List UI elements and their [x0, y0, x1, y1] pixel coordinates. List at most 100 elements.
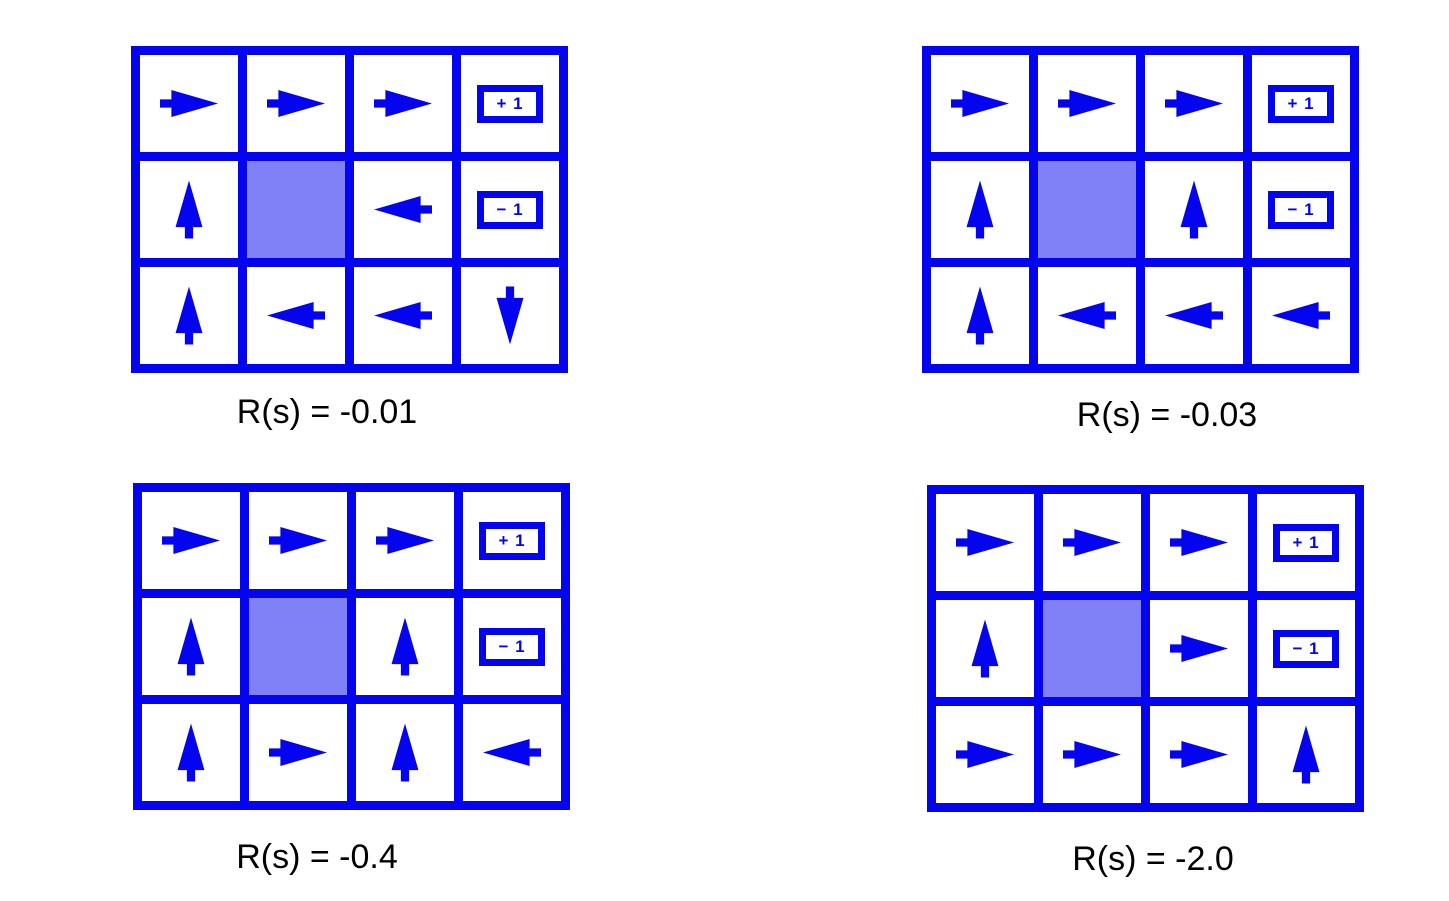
arrow-right-icon — [1063, 741, 1121, 768]
policy-grid-2: + 1 − 1 — [922, 46, 1359, 373]
arrow-right-icon — [951, 90, 1009, 117]
terminal-minus-one-box: − 1 — [479, 627, 545, 666]
policy-cell-r2-c1-up — [931, 161, 1029, 258]
reward-label-3: R(s) = -0.4 — [236, 838, 398, 876]
arrow-right-icon — [1063, 529, 1121, 556]
policy-cell-r3-c1-right — [936, 706, 1034, 803]
arrow-right-icon — [269, 739, 327, 766]
policy-cell-r2-c3-up — [356, 598, 454, 695]
arrow-right-icon — [269, 527, 327, 554]
policy-cell-r1-c3-right — [354, 55, 452, 152]
policy-cell-r3-c3-right — [1150, 706, 1248, 803]
policy-cell-r3-c4-down — [461, 267, 559, 364]
terminal-plus-one-box: + 1 — [1268, 84, 1334, 123]
policy-cell-r3-c2-left — [1038, 267, 1136, 364]
wall-cell — [1038, 161, 1136, 258]
arrow-left-icon — [374, 196, 432, 223]
policy-cell-r3-c1-up — [931, 267, 1029, 364]
policy-cell-r3-c4-up — [1257, 706, 1355, 803]
policy-cell-r2-c3-right — [1150, 600, 1248, 697]
arrow-right-icon — [162, 527, 220, 554]
terminal-plus-one-cell: + 1 — [1257, 494, 1355, 591]
policy-cell-r1-c1-right — [142, 492, 240, 589]
terminal-plus-one-box: + 1 — [479, 521, 545, 560]
terminal-plus-one-cell: + 1 — [1252, 55, 1350, 152]
arrow-up-icon — [1292, 725, 1320, 784]
wall-cell — [249, 598, 347, 695]
policy-cell-r1-c2-right — [249, 492, 347, 589]
policy-grid-4: + 1 − 1 — [927, 485, 1364, 812]
terminal-plus-one-cell: + 1 — [461, 55, 559, 152]
arrow-up-icon — [1180, 180, 1208, 239]
policy-cell-r3-c4-left — [463, 704, 561, 801]
arrow-right-icon — [1170, 741, 1228, 768]
arrow-up-icon — [175, 180, 203, 239]
reward-label-4: R(s) = -2.0 — [1072, 840, 1234, 878]
terminal-minus-one-cell: − 1 — [461, 161, 559, 258]
policy-cell-r1-c3-right — [1145, 55, 1243, 152]
policy-grid-3: + 1 − 1 — [133, 483, 570, 810]
policy-cell-r3-c4-left — [1252, 267, 1350, 364]
terminal-minus-one-box: − 1 — [1273, 629, 1339, 668]
arrow-left-icon — [1058, 302, 1116, 329]
arrow-left-icon — [374, 302, 432, 329]
policy-cell-r3-c3-left — [1145, 267, 1243, 364]
arrow-right-icon — [160, 90, 218, 117]
arrow-up-icon — [177, 617, 205, 676]
policy-cell-r3-c2-left — [247, 267, 345, 364]
policy-cell-r1-c1-right — [936, 494, 1034, 591]
terminal-minus-one-box: − 1 — [477, 190, 543, 229]
terminal-minus-one-box: − 1 — [1268, 190, 1334, 229]
policy-cell-r1-c3-right — [1150, 494, 1248, 591]
arrow-down-icon — [496, 286, 524, 345]
policy-cell-r2-c3-left — [354, 161, 452, 258]
arrow-right-icon — [1165, 90, 1223, 117]
policy-cell-r2-c3-up — [1145, 161, 1243, 258]
wall-cell — [247, 161, 345, 258]
policy-cell-r1-c2-right — [1038, 55, 1136, 152]
arrow-left-icon — [267, 302, 325, 329]
policy-cell-r1-c2-right — [1043, 494, 1141, 591]
terminal-minus-one-cell: − 1 — [463, 598, 561, 695]
policy-cell-r2-c1-up — [936, 600, 1034, 697]
arrow-up-icon — [966, 180, 994, 239]
policy-grid-1: + 1 − 1 — [131, 46, 568, 373]
policy-cell-r1-c1-right — [140, 55, 238, 152]
arrow-up-icon — [971, 619, 999, 678]
policy-cell-r3-c1-up — [140, 267, 238, 364]
arrow-left-icon — [1165, 302, 1223, 329]
policy-cell-r2-c1-up — [142, 598, 240, 695]
arrow-right-icon — [956, 529, 1014, 556]
arrow-right-icon — [1058, 90, 1116, 117]
terminal-plus-one-box: + 1 — [1273, 523, 1339, 562]
arrow-up-icon — [177, 723, 205, 782]
terminal-minus-one-cell: − 1 — [1257, 600, 1355, 697]
arrow-left-icon — [483, 739, 541, 766]
policy-cell-r2-c1-up — [140, 161, 238, 258]
arrow-right-icon — [1170, 635, 1228, 662]
arrow-right-icon — [956, 741, 1014, 768]
arrow-up-icon — [966, 286, 994, 345]
reward-label-1: R(s) = -0.01 — [236, 393, 418, 431]
terminal-plus-one-box: + 1 — [477, 84, 543, 123]
terminal-plus-one-cell: + 1 — [463, 492, 561, 589]
wall-cell — [1043, 600, 1141, 697]
policy-cell-r3-c3-left — [354, 267, 452, 364]
terminal-minus-one-cell: − 1 — [1252, 161, 1350, 258]
arrow-right-icon — [374, 90, 432, 117]
arrow-up-icon — [391, 723, 419, 782]
policy-cell-r3-c3-up — [356, 704, 454, 801]
policy-cell-r1-c2-right — [247, 55, 345, 152]
arrow-right-icon — [267, 90, 325, 117]
arrow-up-icon — [175, 286, 203, 345]
arrow-left-icon — [1272, 302, 1330, 329]
policy-cell-r3-c1-up — [142, 704, 240, 801]
policy-cell-r1-c3-right — [356, 492, 454, 589]
arrow-up-icon — [391, 617, 419, 676]
policy-cell-r3-c2-right — [1043, 706, 1141, 803]
policy-cell-r1-c1-right — [931, 55, 1029, 152]
arrow-right-icon — [1170, 529, 1228, 556]
reward-label-2: R(s) = -0.03 — [1076, 396, 1258, 434]
arrow-right-icon — [376, 527, 434, 554]
